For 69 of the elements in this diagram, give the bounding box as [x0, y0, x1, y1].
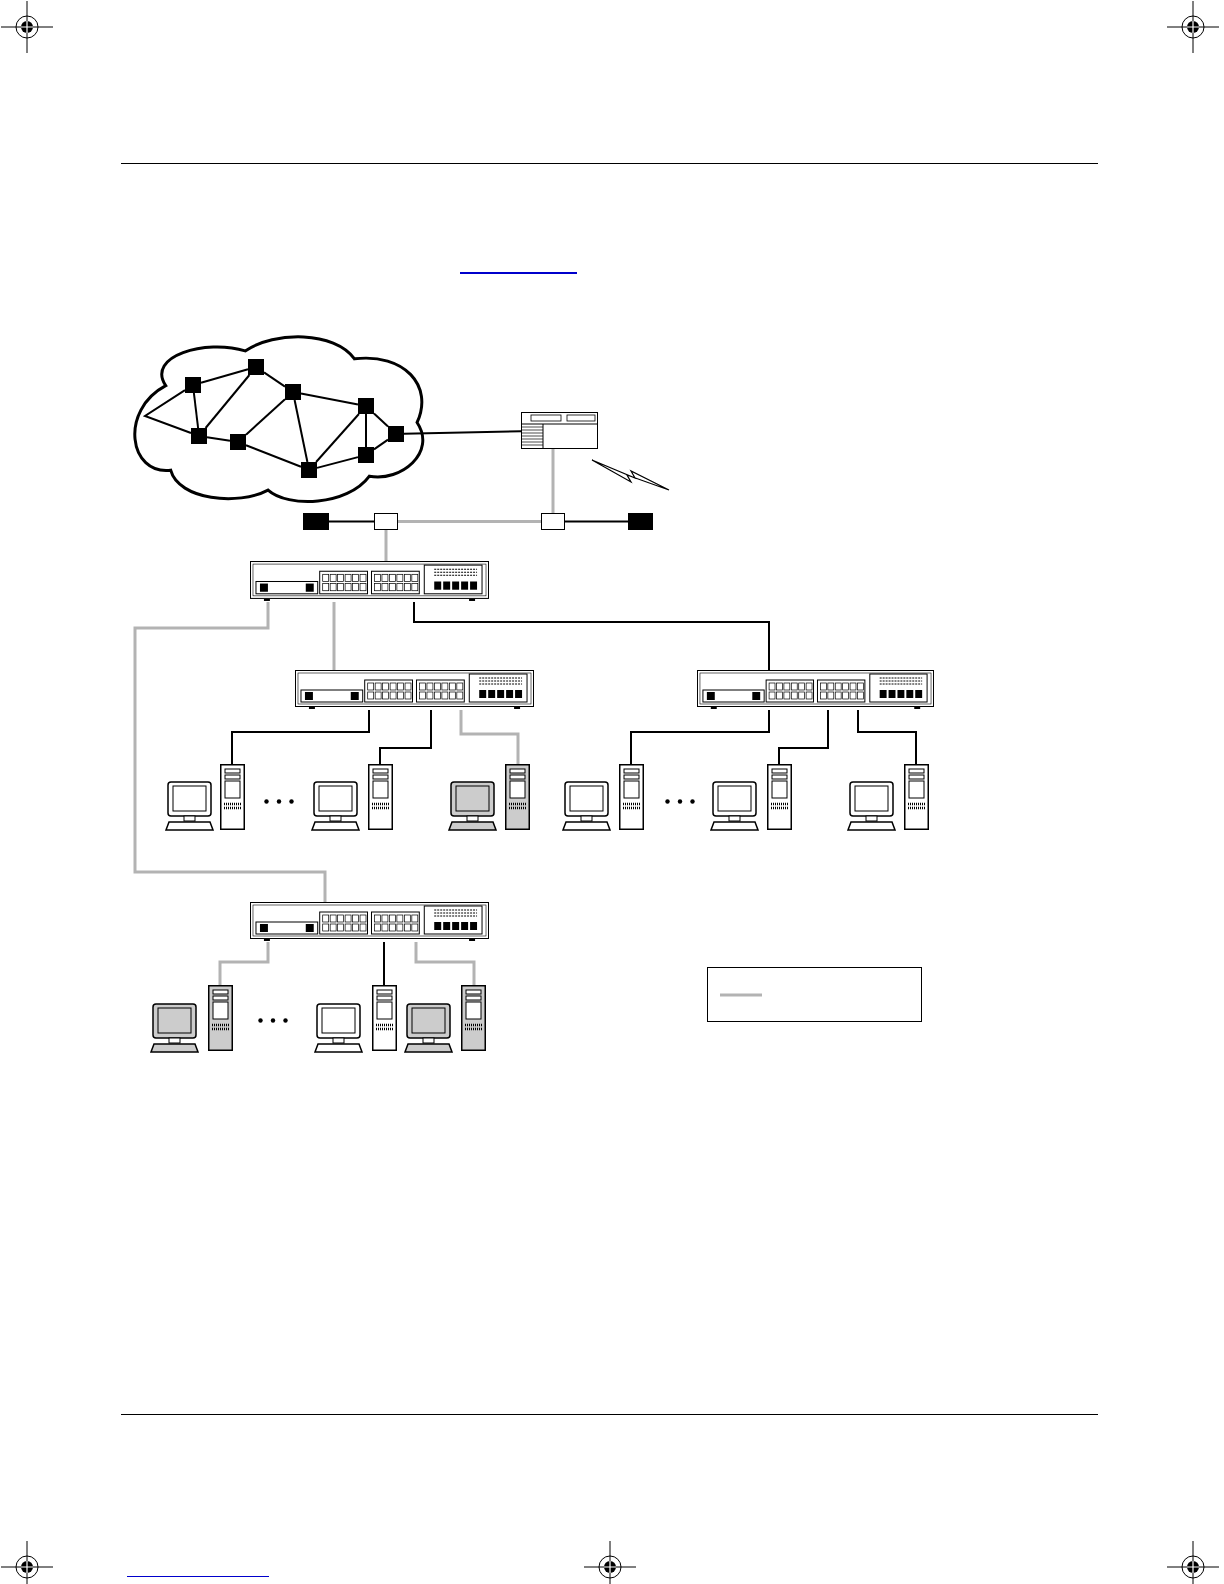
network-node: [285, 384, 301, 400]
connection-line: [293, 399, 309, 463]
connection-line: [332, 602, 336, 670]
server-drawing: [767, 764, 792, 830]
connection-line: [300, 392, 359, 406]
network-node: [248, 359, 264, 375]
connection-line: [373, 438, 389, 451]
server-drawing: [904, 764, 929, 830]
computer-drawing: [150, 1003, 199, 1053]
network-node: [191, 428, 207, 444]
computer-drawing: [710, 781, 759, 831]
server-drawing: [619, 764, 644, 830]
network-node: [301, 462, 317, 478]
connection-line: [384, 530, 388, 561]
switch-drawing: [697, 670, 934, 710]
router-drawing: [521, 412, 598, 449]
terminator-block: [628, 513, 653, 530]
connection-line: [192, 392, 200, 429]
server-drawing: [461, 985, 486, 1051]
connection-line: [459, 710, 520, 764]
network-node: [185, 377, 201, 393]
connection-line: [133, 602, 327, 902]
network-node: [230, 434, 246, 450]
connection-line: [551, 449, 555, 513]
connection-line: [857, 709, 917, 765]
computer-drawing: [165, 781, 214, 831]
connection-line: [245, 398, 286, 436]
connection-line: [398, 520, 541, 523]
connection-line: [263, 371, 286, 388]
server-drawing: [505, 764, 530, 830]
server-drawing: [368, 764, 393, 830]
switch-drawing: [250, 902, 489, 942]
tap-box: [374, 513, 398, 530]
connection-line: [328, 520, 375, 523]
connection-line: [218, 942, 270, 985]
connection-line: [778, 709, 829, 765]
connection-line: [315, 413, 360, 463]
computer-drawing: [314, 1003, 363, 1053]
connection-line: [414, 942, 476, 985]
connection-line: [204, 374, 251, 429]
connection-line: [231, 709, 370, 765]
server-drawing: [208, 985, 233, 1051]
connection-line: [379, 709, 432, 765]
connection-line: [316, 456, 359, 469]
connection-line: [245, 444, 302, 468]
terminator-block: [303, 513, 329, 530]
computer-drawing: [448, 781, 497, 831]
connection-line: [206, 436, 231, 442]
connection-line: [373, 412, 389, 428]
connection-line: [630, 709, 770, 765]
server-drawing: [220, 764, 245, 830]
network-node: [388, 426, 404, 442]
computer-drawing: [311, 781, 360, 831]
connection-line: [413, 601, 770, 671]
switch-drawing: [295, 670, 534, 710]
network-node: [358, 398, 374, 414]
computer-drawing: [562, 781, 611, 831]
connection-line: [365, 413, 367, 448]
connection-line: [403, 430, 522, 435]
computer-drawing: [847, 781, 896, 831]
connection-line: [142, 389, 192, 434]
server-drawing: [372, 985, 397, 1051]
tap-box: [541, 513, 565, 530]
connection-line: [383, 941, 385, 986]
connection-line: [200, 368, 249, 384]
computer-drawing: [404, 1003, 453, 1053]
switch-drawing: [250, 561, 489, 602]
connection-line: [564, 520, 629, 523]
network-node: [358, 447, 374, 463]
